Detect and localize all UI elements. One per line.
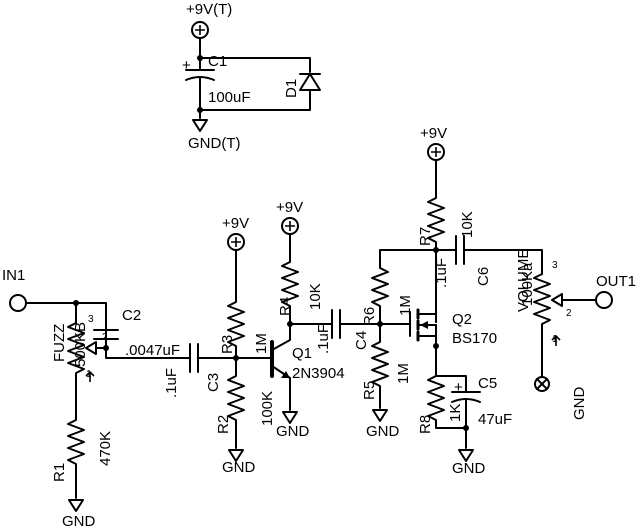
ground-symbol-top	[192, 119, 208, 132]
q2-drain	[417, 313, 437, 323]
gnd-top-label: GND(T)	[188, 135, 241, 152]
ground-symbol-q1	[282, 411, 298, 424]
r2-resistor	[227, 357, 245, 449]
q2-part: BS170	[452, 330, 497, 347]
q2-name: Q2	[452, 311, 472, 328]
output-jack	[595, 291, 613, 309]
r5-value: 1M	[395, 363, 412, 384]
volume-potentiometer	[533, 273, 551, 363]
c4-name: C4	[353, 331, 370, 350]
r5-resistor	[371, 323, 389, 409]
q2-stage: +9V R7 10K Q2 BS170 R8 1K + C5 47uF GND	[409, 125, 512, 477]
ground-symbol-r2	[228, 449, 244, 462]
svg-text:1: 1	[552, 334, 558, 345]
r7-value: 10K	[459, 211, 476, 238]
output-section: .1uF C6 3 2 1 VOLUME 100Ka OUT1 GND	[433, 235, 636, 421]
gnd-r5-label: GND	[366, 423, 400, 440]
r4-name: R4	[277, 297, 294, 316]
c4-value: .1uF	[315, 324, 332, 354]
ground-symbol-r1	[68, 499, 84, 512]
r6-name: R6	[361, 307, 378, 326]
r4-resistor	[281, 233, 299, 325]
c2-name: C2	[122, 307, 141, 324]
supply-r7-label: +9V	[420, 125, 447, 142]
svg-text:1: 1	[86, 369, 92, 380]
r1-resistor	[67, 391, 85, 499]
gnd-r2-label: GND	[222, 459, 256, 476]
d1-diode-body	[299, 73, 321, 91]
gnd-vol-label: GND	[571, 387, 588, 421]
input-jack	[9, 294, 27, 312]
r1-value: 470K	[97, 431, 114, 466]
r2-name: R2	[215, 415, 232, 434]
supply-top-label: +9V(T)	[186, 1, 232, 18]
gnd-q1-label: GND	[276, 423, 310, 440]
ground-symbol-r5	[372, 409, 388, 422]
c5-polarity: +	[454, 379, 463, 396]
fuzz-name: FUZZ	[51, 324, 68, 362]
r7-name: R7	[417, 227, 434, 246]
svg-text:3: 3	[552, 260, 558, 271]
coupling-caps: C2 .0047uF .1uF C3	[93, 307, 237, 398]
gnd-r8-label: GND	[452, 460, 486, 477]
c3-name: C3	[205, 373, 222, 392]
supply-r3-label: +9V	[222, 215, 249, 232]
r2-value: 100K	[259, 391, 276, 426]
q1-emitter-arrow	[281, 371, 290, 378]
c3-value: .1uF	[163, 368, 180, 398]
r3-name: R3	[219, 335, 236, 354]
c6-value: .1uF	[433, 258, 450, 288]
q1-bias-network: +9V R3 1M R2 100K GND	[215, 215, 276, 476]
q1-stage: +9V R4 10K Q1 2N3904 GND	[261, 199, 345, 440]
r8-value: 1K	[447, 404, 464, 422]
c5-name: C5	[478, 375, 497, 392]
r5-name: R5	[361, 381, 378, 400]
c2-value: .0047uF	[125, 342, 180, 359]
gnd-r1-label: GND	[62, 513, 96, 527]
r8-resistor	[427, 375, 467, 449]
q2-bias-network: R6 1M R5 1M GND	[361, 249, 437, 440]
out-label: OUT1	[596, 273, 636, 290]
volume-wiper-arrow	[551, 293, 563, 307]
c1-value: 100uF	[208, 89, 251, 106]
ground-symbol-r8	[458, 449, 474, 462]
q1-name: Q1	[292, 345, 312, 362]
c4-capacitor: .1uF C4	[315, 309, 411, 354]
r7-resistor	[427, 159, 445, 323]
q1-collector	[271, 323, 291, 351]
c1-name: C1	[208, 53, 227, 70]
fuzz-potentiometer	[67, 322, 85, 393]
volume-value: 100Ka	[519, 262, 536, 306]
r4-value: 10K	[307, 283, 324, 310]
fuzz-value: 500KB	[72, 322, 89, 367]
r8-name: R8	[417, 415, 434, 434]
svg-text:3: 3	[88, 314, 94, 325]
c1-polarity: +	[182, 57, 191, 74]
r6-value: 1M	[397, 295, 414, 316]
r3-resistor	[227, 249, 245, 359]
in-label: IN1	[2, 267, 25, 284]
svg-text:2: 2	[566, 308, 572, 319]
d1-name: D1	[283, 79, 300, 98]
c6-name: C6	[475, 267, 492, 286]
r1-name: R1	[51, 463, 68, 482]
c5-value: 47uF	[478, 411, 512, 428]
supply-r4-label: +9V	[276, 199, 303, 216]
q2-arrow	[420, 321, 428, 329]
r3-value: 1M	[253, 333, 270, 354]
power-supply-section: +9V(T) + C1 100uF D1 GND(T)	[182, 1, 321, 152]
volume-name: VOLUME	[515, 249, 532, 312]
q1-part: 2N3904	[292, 365, 345, 382]
input-section: IN1 3 2 1 FUZZ 500KB R1 470K GND	[2, 267, 114, 527]
